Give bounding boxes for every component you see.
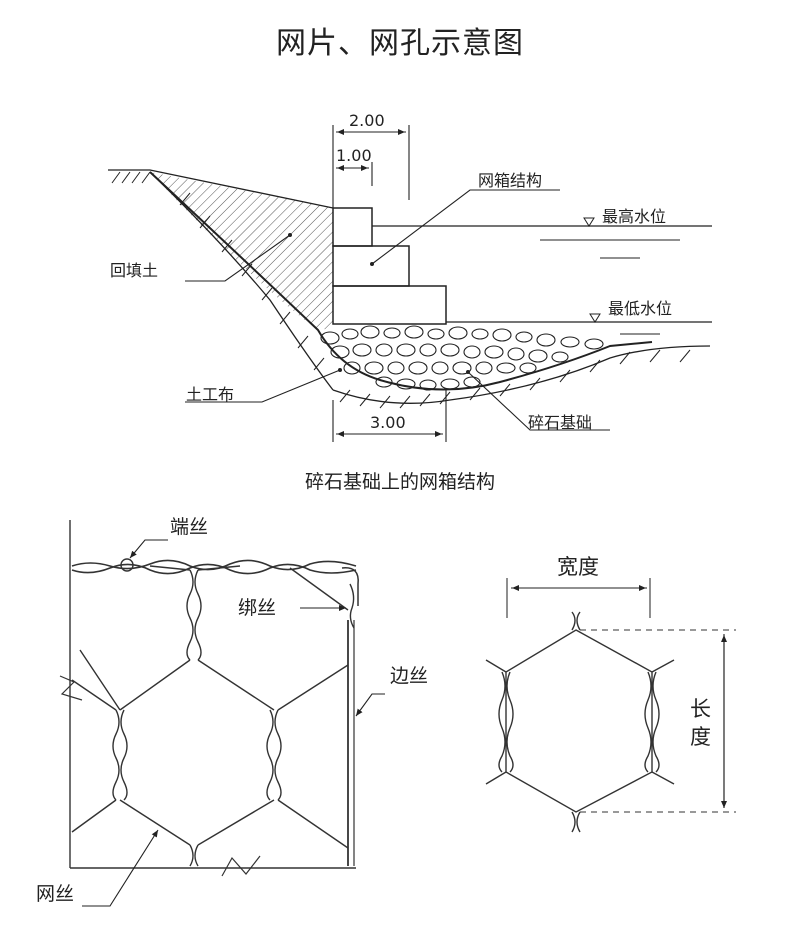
ground-hatch-slope (179, 192, 325, 371)
label-length-char-1: 长 (690, 697, 711, 721)
cross-section-diagram (108, 125, 712, 442)
leader-mesh-wire (82, 829, 159, 907)
label-width: 宽度 (557, 555, 599, 579)
geotextile-line (149, 171, 653, 391)
hexagon-outline (505, 629, 653, 813)
label-geotextile: 土工布 (186, 385, 234, 404)
label-edge-wire: 边丝 (390, 665, 428, 687)
end-wire-knot (120, 558, 134, 572)
gabion-box-top (332, 207, 373, 247)
label-high-water: 最高水位 (602, 207, 666, 226)
binding-wire (349, 583, 355, 629)
label-mesh-wire: 网丝 (36, 883, 74, 905)
label-binding-wire: 绑丝 (238, 597, 276, 619)
break-mark-bottom (221, 855, 261, 877)
backfill-soil (150, 172, 333, 330)
label-end-wire: 端丝 (170, 516, 208, 538)
gabion-box-middle (332, 245, 410, 287)
label-low-water: 最低水位 (608, 299, 672, 318)
caption-cross-section: 碎石基础上的网箱结构 (305, 471, 495, 493)
ground-hatch-bottom (339, 349, 691, 409)
label-backfill: 回填土 (110, 261, 158, 280)
leader-edge-wire (355, 693, 385, 717)
label-gabion-structure: 网箱结构 (478, 171, 542, 190)
dim-label-2m: 2.00 (349, 111, 385, 130)
ground-line-left (108, 169, 334, 209)
page-title: 网片、网孔示意图 (276, 26, 524, 61)
leader-gabion (371, 189, 560, 265)
gabion-box-bottom (332, 285, 447, 325)
label-gravel-base: 碎石基础 (528, 413, 592, 432)
low-water-marker (589, 313, 601, 323)
mesh-panel-diagram (59, 520, 385, 907)
hexagon-mesh (71, 565, 349, 867)
dim-label-1m: 1.00 (336, 146, 372, 165)
high-water-marker (583, 217, 595, 227)
break-mark-left (59, 675, 83, 701)
dim-label-3m: 3.00 (370, 413, 406, 432)
leader-end-wire (129, 539, 168, 559)
ground-hatch-left (111, 171, 151, 184)
leader-geotextile (185, 369, 341, 403)
slope-line-left (149, 171, 334, 391)
hexagon-detail-diagram (485, 578, 736, 833)
end-wire-bend (341, 567, 359, 606)
leader-backfill (185, 234, 291, 282)
label-length-char-2: 度 (690, 725, 711, 749)
gravel-stones (320, 325, 604, 391)
leader-gravel (467, 371, 610, 431)
end-wire-2 (71, 563, 357, 575)
